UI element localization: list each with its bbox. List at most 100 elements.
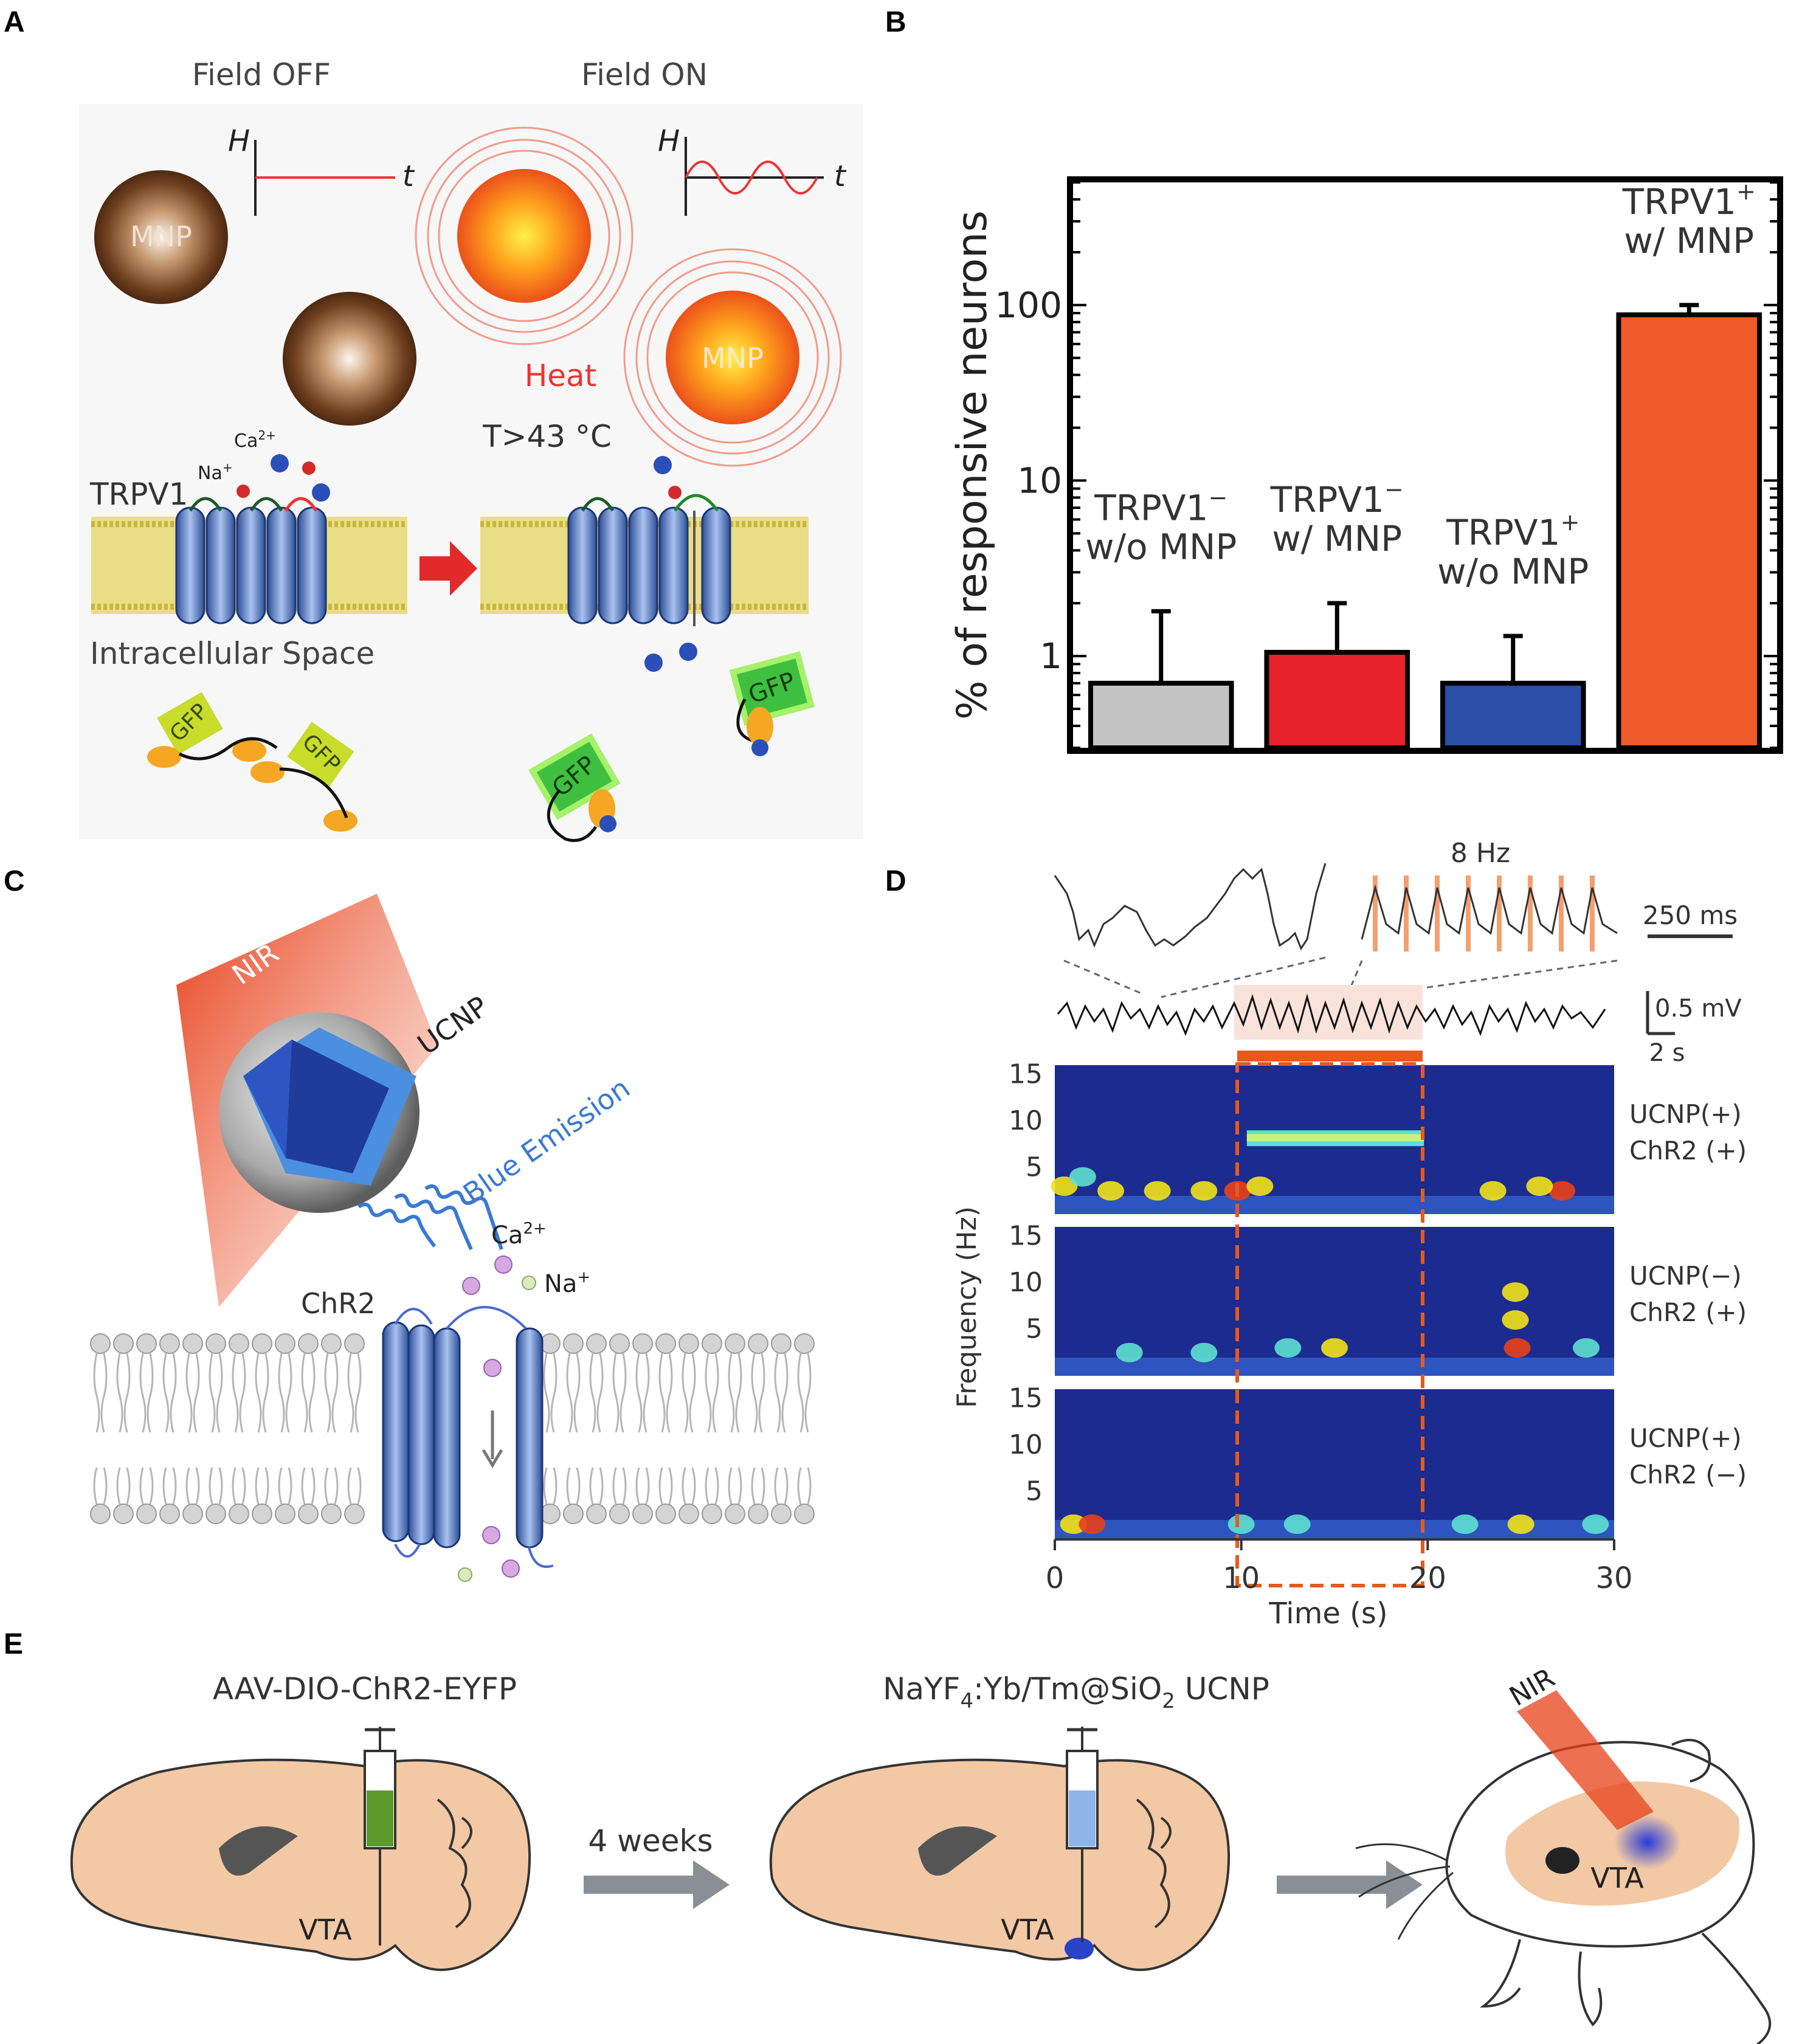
y-tick-label: 15 [1009, 1220, 1043, 1251]
lipid-tail [162, 1353, 177, 1505]
lipid-tail [589, 1353, 604, 1505]
mouse-illustration [1355, 1690, 1772, 2044]
lipid-head [321, 1504, 342, 1524]
y-tick-label: 10 [1009, 1267, 1043, 1298]
spectrogram-blob [1502, 1282, 1529, 1302]
lipid-tail [324, 1353, 339, 1505]
vta-label: VTA [1590, 1862, 1644, 1894]
heat-label: Heat [525, 358, 597, 393]
row-label: UCNP(+) [1629, 1423, 1742, 1453]
lipid-tail [278, 1353, 292, 1505]
lipid-tail [209, 1353, 223, 1505]
channel-loops [394, 1306, 554, 1568]
y-tick-label: 15 [1009, 1058, 1043, 1089]
lipid-head [252, 1504, 272, 1524]
lipid-head [655, 1333, 676, 1354]
lipid-tail [255, 1353, 269, 1505]
lipid-head [794, 1333, 815, 1354]
y-tick-label: 5 [1026, 1476, 1043, 1507]
lipid-head [90, 1333, 111, 1354]
lipid-head [540, 1333, 561, 1354]
lipid-head [275, 1333, 295, 1354]
lipid-head [609, 1333, 630, 1354]
row-labels: UCNP(+)ChR2 (+)UCNP(−)ChR2 (+)UCNP(+)ChR… [1629, 1099, 1747, 1490]
lipid-head [563, 1333, 584, 1354]
ucnp-sphere [219, 1012, 419, 1213]
membrane-right [480, 494, 809, 626]
lipid-tail [612, 1353, 627, 1505]
chr2-label: ChR2 [301, 1287, 376, 1320]
spectrogram-blob [1116, 1342, 1143, 1362]
category-label: w/o MNP [1437, 551, 1589, 592]
lipid-head [298, 1504, 319, 1524]
spectrogram-blob [1069, 1167, 1096, 1187]
scale-time2-label: 2 s [1649, 1039, 1685, 1067]
chart-frame [1067, 176, 1783, 754]
spectrogram-blob [1097, 1181, 1124, 1201]
lipid-tail [797, 1353, 812, 1505]
svg-text:t: t [834, 159, 847, 193]
panel-label-c: C [4, 865, 25, 897]
lipid-head [90, 1504, 111, 1524]
lipid-head [678, 1504, 699, 1524]
lipid-head [344, 1504, 365, 1524]
spectrogram-blob [1190, 1342, 1218, 1362]
x-tick-label: 0 [1046, 1561, 1065, 1595]
spectrogram-blob [1507, 1514, 1534, 1535]
field-on-label: Field ON [581, 57, 708, 92]
spectrogram-blob [1526, 1176, 1553, 1196]
y-tick-label: 10 [1017, 460, 1062, 501]
lipid-head [205, 1333, 226, 1354]
blue-emission-label: Blue Emission [457, 1071, 636, 1210]
vta-label: VTA [299, 1913, 352, 1946]
category-label: w/ MNP [1272, 518, 1402, 559]
spectrogram-blob [1548, 1181, 1576, 1201]
bars [1088, 303, 1762, 751]
lipid-tail [347, 1353, 362, 1505]
lipid-head [136, 1333, 157, 1354]
panel-e: AAV-DIO-ChR2-EYFP NaYF4:Yb/Tm@SiO2 UCNP … [70, 1662, 1772, 2044]
svg-text:t: t [402, 159, 415, 193]
y-axis-label: % of responsive neurons [948, 210, 996, 720]
intracellular-label: Intracellular Space [90, 636, 375, 671]
lipid-head [748, 1333, 768, 1354]
lipid-tail [301, 1353, 316, 1505]
mnp-particle [94, 170, 228, 304]
lipid-head [725, 1333, 745, 1354]
lipid-tail [543, 1353, 558, 1505]
chr2-channel [382, 1321, 544, 1549]
scale-time-label: 250 ms [1643, 900, 1738, 930]
x-tick-label: 30 [1595, 1561, 1632, 1595]
spectrogram-blob [1503, 1338, 1531, 1358]
h-t-plot-off: H t [228, 124, 415, 216]
lipid-head [632, 1333, 653, 1354]
mnp-label: MNP [130, 220, 192, 253]
x-tick-label: 20 [1409, 1561, 1446, 1595]
lipid-head [678, 1333, 699, 1354]
lipid-tail [751, 1353, 765, 1505]
bar [1264, 649, 1410, 751]
y-tick-label: 1 [1040, 635, 1062, 677]
lipid-head [655, 1504, 676, 1524]
lipid-head [586, 1504, 607, 1524]
lipid-head [275, 1504, 295, 1524]
brain-section [70, 1758, 531, 1971]
lipid-head [159, 1333, 180, 1354]
syringe [1066, 1727, 1099, 1942]
weeks-label: 4 weeks [588, 1823, 713, 1859]
spectrogram [1055, 1389, 1614, 1538]
spectrogram-blob [1283, 1514, 1311, 1535]
spectrogram-blob [1573, 1338, 1600, 1358]
lipid-tail [658, 1353, 673, 1505]
vta-label: VTA [1001, 1913, 1054, 1946]
spectrogram-blob [1079, 1514, 1106, 1535]
scale-volt-label: 0.5 mV [1655, 995, 1742, 1023]
lipid-head [586, 1333, 607, 1354]
category-label: w/ MNP [1624, 220, 1754, 261]
ion-dots [236, 454, 697, 672]
field-off-label: Field OFF [192, 57, 331, 92]
row-label: UCNP(+) [1629, 1099, 1742, 1129]
